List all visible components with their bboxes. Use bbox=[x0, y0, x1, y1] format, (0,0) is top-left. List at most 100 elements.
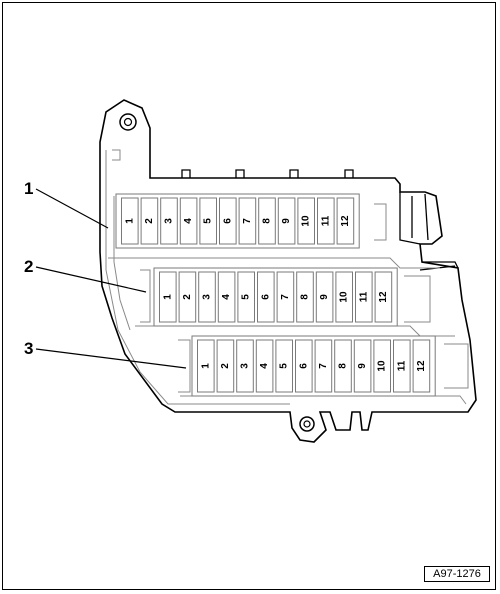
fuse-slot: 9 bbox=[277, 197, 296, 245]
fuse-slot-outline bbox=[178, 271, 197, 323]
fuse-number: 3 bbox=[164, 218, 175, 224]
fuse-number: 11 bbox=[320, 215, 331, 226]
fuse-slot-outline bbox=[197, 339, 215, 393]
fuse-number: 8 bbox=[262, 218, 273, 224]
fuse-slot-outline bbox=[295, 339, 313, 393]
mount-hole-bottom bbox=[299, 416, 315, 432]
fuse-number: 11 bbox=[358, 291, 369, 302]
fuse-slot-outline bbox=[277, 197, 296, 245]
fuse-number: 2 bbox=[182, 294, 193, 300]
fuse-slot-outline bbox=[121, 197, 139, 245]
fuse-number: 9 bbox=[281, 218, 292, 224]
fuse-slot: 6 bbox=[219, 197, 237, 245]
fuse-number: 12 bbox=[378, 291, 389, 303]
fuse-slot-outline bbox=[412, 339, 431, 393]
fuse-number: 9 bbox=[357, 363, 368, 369]
fuse-number: 3 bbox=[240, 363, 251, 369]
callout-leader-1 bbox=[35, 188, 109, 229]
fuse-slot: 3 bbox=[236, 339, 254, 393]
fuse-number: 12 bbox=[340, 215, 351, 227]
fuse-slot-outline bbox=[159, 271, 177, 323]
fuse-slot: 5 bbox=[237, 271, 255, 323]
fuse-row-frame bbox=[115, 193, 360, 249]
fuse-number: 2 bbox=[220, 363, 231, 369]
fuse-slot: 12 bbox=[412, 339, 431, 393]
fuse-slot-outline bbox=[219, 197, 237, 245]
fuse-slot: 8 bbox=[296, 271, 314, 323]
fuse-slot-outline bbox=[297, 197, 315, 245]
fuse-slot-outline bbox=[296, 271, 314, 323]
mount-hole-top bbox=[119, 113, 137, 131]
callout-label-1: 1 bbox=[24, 179, 33, 198]
fuse-number: 6 bbox=[222, 218, 233, 224]
fuse-slot-outline bbox=[140, 197, 159, 245]
fuse-slot-outline bbox=[257, 271, 275, 323]
fuse-number: 8 bbox=[300, 294, 311, 300]
fuse-number: 7 bbox=[318, 363, 329, 369]
fuse-slot: 5 bbox=[275, 339, 293, 393]
fuse-slot: 12 bbox=[374, 271, 393, 323]
fuse-row-frame bbox=[191, 335, 436, 397]
fuse-number: 8 bbox=[338, 363, 349, 369]
fuse-slot-outline bbox=[276, 271, 295, 323]
fuse-number: 4 bbox=[221, 294, 232, 300]
callout-leader-2 bbox=[35, 266, 147, 293]
fuse-slot: 11 bbox=[317, 197, 335, 245]
fuse-slot: 7 bbox=[314, 339, 333, 393]
figure-frame bbox=[2, 2, 496, 590]
fuse-slot-outline bbox=[236, 339, 254, 393]
fuse-slot: 3 bbox=[198, 271, 216, 323]
fuse-slot: 6 bbox=[257, 271, 275, 323]
fuse-slot-outline bbox=[255, 339, 274, 393]
fuse-slot: 4 bbox=[255, 339, 274, 393]
fuse-slot: 11 bbox=[355, 271, 373, 323]
side-connector bbox=[399, 192, 459, 271]
fuse-number: 2 bbox=[144, 218, 155, 224]
fuse-slot: 2 bbox=[140, 197, 159, 245]
fuse-slot: 10 bbox=[335, 271, 353, 323]
fuse-slot-outline bbox=[217, 271, 236, 323]
fuse-slot-outline bbox=[355, 271, 373, 323]
fuse-slot: 2 bbox=[216, 339, 235, 393]
fuse-slot-outline bbox=[334, 339, 352, 393]
fuse-slot-outline bbox=[373, 339, 391, 393]
fuse-slot: 9 bbox=[315, 271, 334, 323]
fuse-number: 10 bbox=[301, 215, 312, 227]
mount-hole-top-inner bbox=[123, 117, 133, 127]
fuse-number: 9 bbox=[319, 294, 330, 300]
mount-hole-bottom-inner bbox=[303, 420, 311, 428]
fuse-slot: 1 bbox=[159, 271, 177, 323]
fuse-slot: 6 bbox=[295, 339, 313, 393]
fuse-number: 1 bbox=[162, 294, 173, 300]
fuse-row-frame bbox=[153, 267, 398, 327]
fuse-number: 10 bbox=[377, 360, 388, 372]
fuse-number: 1 bbox=[124, 218, 135, 224]
fuse-slot-outline bbox=[179, 197, 198, 245]
fuse-slot-outline bbox=[160, 197, 178, 245]
fuse-slot: 7 bbox=[276, 271, 295, 323]
fuse-slot: 9 bbox=[353, 339, 372, 393]
fuse-slot: 10 bbox=[297, 197, 315, 245]
fuse-number: 12 bbox=[416, 360, 427, 372]
fuse-slot-outline bbox=[238, 197, 257, 245]
fuse-slot: 1 bbox=[121, 197, 139, 245]
top-clips bbox=[181, 169, 354, 178]
fuse-slot: 7 bbox=[238, 197, 257, 245]
fuse-slot: 11 bbox=[393, 339, 411, 393]
fuse-slot: 5 bbox=[199, 197, 217, 245]
fuse-number: 3 bbox=[202, 294, 213, 300]
fuse-slot-outline bbox=[336, 197, 355, 245]
fuse-slot-outline bbox=[317, 197, 335, 245]
fuse-number: 6 bbox=[298, 363, 309, 369]
fuse-slot-outline bbox=[258, 197, 276, 245]
fuse-slot: 4 bbox=[179, 197, 198, 245]
fuse-number: 4 bbox=[183, 218, 194, 224]
fuse-slot: 2 bbox=[178, 271, 197, 323]
fuse-number: 5 bbox=[203, 218, 214, 224]
callout-label-3: 3 bbox=[24, 339, 33, 358]
fuse-number: 7 bbox=[280, 294, 291, 300]
